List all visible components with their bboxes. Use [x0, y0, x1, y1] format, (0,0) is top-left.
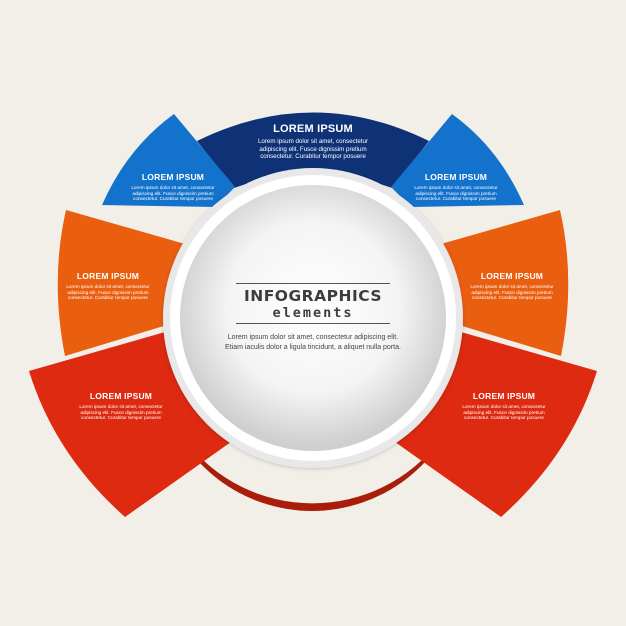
segment-body-line: adipiscing elit. Fusce dignissim pretium [259, 145, 367, 153]
segment-body: Lorem ipsum dolor sit amet, consectetur … [466, 284, 558, 301]
segment-body-line: Lorem ipsum dolor sit amet, consectetur [470, 284, 554, 289]
center-title: INFOGRAPHICS [243, 287, 383, 305]
segment-label-upper-right: LOREM IPSUM Lorem ipsum dolor sit amet, … [411, 172, 501, 202]
segment-label-lower-right: LOREM IPSUM Lorem ipsum dolor sit amet, … [458, 391, 550, 421]
divider-bottom [236, 323, 390, 325]
segment-mid-left-orange [57, 210, 185, 356]
segment-label-top: LOREM IPSUM Lorem ipsum dolor sit amet, … [235, 123, 391, 161]
segment-title: LOREM IPSUM [273, 123, 353, 135]
segment-body-line: consectetur. Curabitur tempor posuere [81, 415, 161, 421]
segment-body-line: Lorem ipsum dolor sit amet, consectetur [131, 185, 215, 190]
segment-body-line: adipiscing elit. Fusce dignissim pretium [132, 190, 214, 196]
center-body-line: Lorem ipsum dolor sit amet, consectetur … [227, 334, 399, 342]
center-subtitle: elements [272, 304, 354, 321]
segment-top-navy [197, 112, 429, 188]
segment-body: Lorem ipsum dolor sit amet, consectetur … [75, 404, 167, 421]
segment-label-mid-left: LOREM IPSUM Lorem ipsum dolor sit amet, … [62, 271, 154, 301]
segment-title: LOREM IPSUM [89, 391, 153, 401]
segment-title: LOREM IPSUM [424, 172, 488, 182]
segment-body: Lorem ipsum dolor sit amet, consectetur … [458, 404, 550, 421]
segment-body-line: adipiscing elit. Fusce dignissim pretium [67, 289, 149, 295]
segment-body-line: consectetur. Curabitur tempor posuere [416, 196, 496, 202]
segment-body-line: Lorem ipsum dolor sit amet, consectetur [462, 404, 546, 409]
segment-lower-left-red [29, 332, 238, 517]
segment-body-line: adipiscing elit. Fusce dignissim pretium [471, 289, 553, 295]
segment-lower-right-red [388, 332, 597, 517]
segment-body-line: adipiscing elit. Fusce dignissim pretium [463, 409, 545, 415]
segment-title: LOREM IPSUM [472, 391, 536, 401]
segment-body-line: consectetur. Curabitur tempor posuere [68, 295, 148, 301]
segment-body-line: consectetur. Curabitur tempor posuere [133, 196, 213, 202]
segment-body-line: Lorem ipsum dolor sit amet, consectetur [66, 284, 150, 289]
divider-top [236, 283, 390, 284]
segment-body-line: Lorem ipsum dolor sit amet, consectetur [79, 404, 163, 409]
segment-mid-right-orange [441, 210, 569, 356]
segment-title: LOREM IPSUM [141, 172, 205, 182]
center-text: INFOGRAPHICS elements Lorem ipsum dolor … [206, 280, 420, 352]
segment-body: Lorem ipsum dolor sit amet, consectetur … [128, 185, 218, 202]
segment-label-mid-right: LOREM IPSUM Lorem ipsum dolor sit amet, … [466, 271, 558, 301]
segment-body: Lorem ipsum dolor sit amet, consectetur … [411, 185, 501, 202]
segment-label-lower-left: LOREM IPSUM Lorem ipsum dolor sit amet, … [75, 391, 167, 421]
center-body: Lorem ipsum dolor sit amet, consectetur … [206, 333, 420, 352]
segment-upper-right-blue [391, 114, 524, 207]
segment-body-line: consectetur. Curabitur tempor posuere [464, 415, 544, 421]
segment-body-line: Lorem ipsum dolor sit amet, consectetur [257, 138, 369, 145]
segment-label-upper-left: LOREM IPSUM Lorem ipsum dolor sit amet, … [128, 172, 218, 202]
segment-body: Lorem ipsum dolor sit amet, consectetur … [62, 284, 154, 301]
segment-body-line: adipiscing elit. Fusce dignissim pretium [80, 409, 162, 415]
segment-title: LOREM IPSUM [480, 271, 544, 281]
segment-body: Lorem ipsum dolor sit amet, consectetur … [235, 138, 391, 161]
segment-body-line: adipiscing elit. Fusce dignissim pretium [415, 190, 497, 196]
segment-body-line: Lorem ipsum dolor sit amet, consectetur [414, 185, 498, 190]
segment-body-line: consectetur. Curabitur tempor posuere [260, 153, 366, 161]
segment-upper-left-blue [102, 114, 235, 207]
center-body-line: Etiam iaculis dolor a ligula tincidunt, … [225, 343, 401, 351]
segment-body-line: consectetur. Curabitur tempor posuere [472, 295, 552, 301]
center-disc [180, 185, 446, 451]
segment-title: LOREM IPSUM [76, 271, 140, 281]
